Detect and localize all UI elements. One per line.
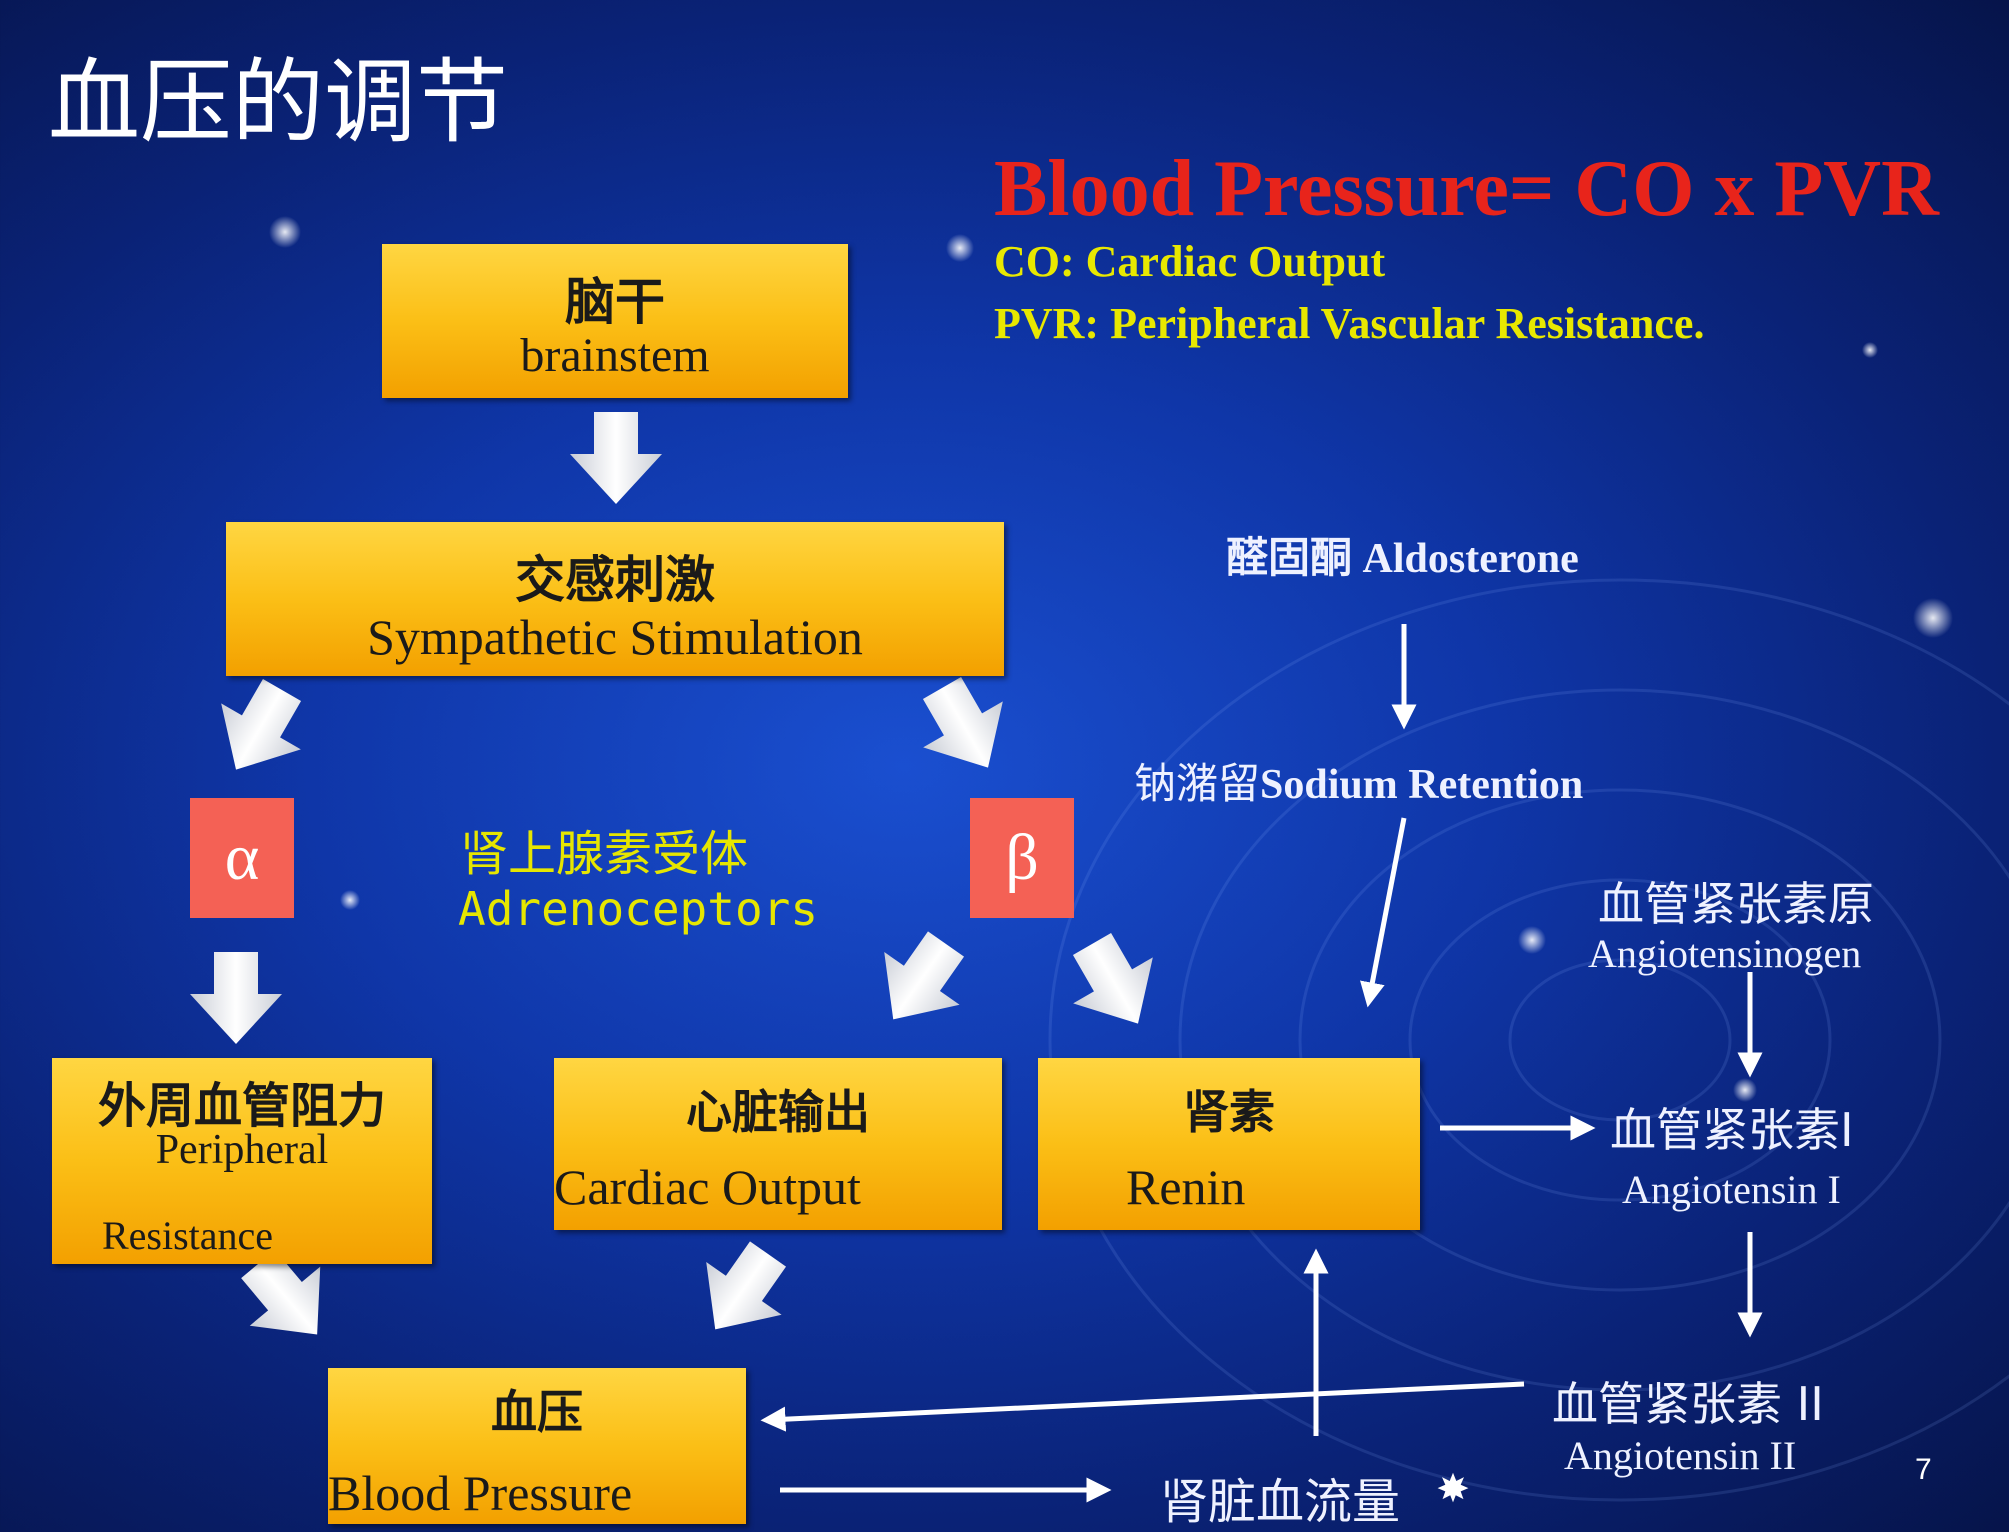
brainstem-zh: 脑干 — [565, 273, 665, 331]
adrenoceptor-label-en: Adrenoceptors — [458, 882, 819, 936]
sympathetic-box: 交感刺激 Sympathetic Stimulation — [226, 522, 1004, 676]
blood-pressure-box: 血压 Blood Pressure — [328, 1368, 746, 1524]
formula: Blood Pressure= CO x PVR — [994, 145, 1939, 233]
alpha-receptor: α — [190, 798, 294, 918]
cardiac-box: 心脏输出 Cardiac Output — [554, 1058, 1002, 1230]
slide-title: 血压的调节 — [48, 49, 509, 156]
arrow-ang2-to-bp — [760, 1381, 1525, 1432]
sympathetic-zh: 交感刺激 — [515, 551, 715, 609]
peripheral-box: 外周血管阻力 Peripheral Resistance — [52, 1058, 432, 1264]
sympathetic-en: Sympathetic Stimulation — [367, 609, 863, 665]
bp-zh: 血压 — [491, 1385, 583, 1439]
renin-en: Renin — [1126, 1159, 1246, 1215]
arrow-sympathetic-to-alpha — [196, 667, 322, 793]
angiotensin1-en: Angiotensin I — [1622, 1167, 1841, 1212]
angiotensin2-en: Angiotensin II — [1564, 1433, 1797, 1478]
co-definition: CO: Cardiac Output — [994, 237, 1386, 286]
cardiac-en: Cardiac Output — [554, 1159, 861, 1215]
renal-blood-flow-label: 肾脏血流量 — [1160, 1474, 1401, 1530]
arrow-brainstem-to-sympathetic — [570, 412, 662, 504]
angiotensinogen-zh: 血管紧张素原 — [1598, 877, 1874, 931]
renin-zh: 肾素 — [1183, 1085, 1275, 1139]
arrow-alpha-to-peripheral — [190, 952, 282, 1044]
aldosterone-label: 醛固酮 Aldosterone — [1226, 536, 1579, 582]
adrenoceptor-label-zh: 肾上腺素受体 — [460, 826, 749, 882]
sodium-zh: 钠潴留 — [1134, 759, 1261, 808]
arrow-beta-to-renin — [1052, 921, 1178, 1047]
bp-en: Blood Pressure — [328, 1465, 633, 1521]
brainstem-box: 脑干 brainstem — [382, 244, 848, 398]
angiotensin1-zh: 血管紧张素I — [1610, 1103, 1854, 1157]
brainstem-en: brainstem — [520, 329, 710, 382]
arrow-sodium-to-renin — [1360, 817, 1407, 1008]
angiotensin2-zh: 血管紧张素 II — [1552, 1377, 1824, 1431]
angiotensinogen-en: Angiotensinogen — [1588, 931, 1862, 976]
peripheral-en1: Peripheral — [155, 1127, 329, 1173]
pvr-definition: PVR: Peripheral Vascular Resistance. — [994, 299, 1705, 348]
sodium-retention-label: 钠潴留Sodium Retention — [1134, 750, 1583, 811]
arrow-beta-to-cardiac — [855, 917, 984, 1046]
renin-box: 肾素 Renin — [1038, 1058, 1420, 1230]
sodium-en: Sodium Retention — [1260, 762, 1584, 808]
cardiac-zh: 心脏输出 — [686, 1085, 870, 1139]
arrow-sympathetic-to-beta — [902, 665, 1028, 791]
page-number: 7 — [1915, 1453, 1932, 1486]
star-renal-flow — [1437, 1472, 1469, 1503]
beta-receptor: β — [970, 798, 1074, 918]
arrow-cardiac-to-bp — [677, 1227, 806, 1356]
peripheral-zh: 外周血管阻力 — [97, 1078, 386, 1134]
peripheral-en2: Resistance — [102, 1213, 274, 1258]
